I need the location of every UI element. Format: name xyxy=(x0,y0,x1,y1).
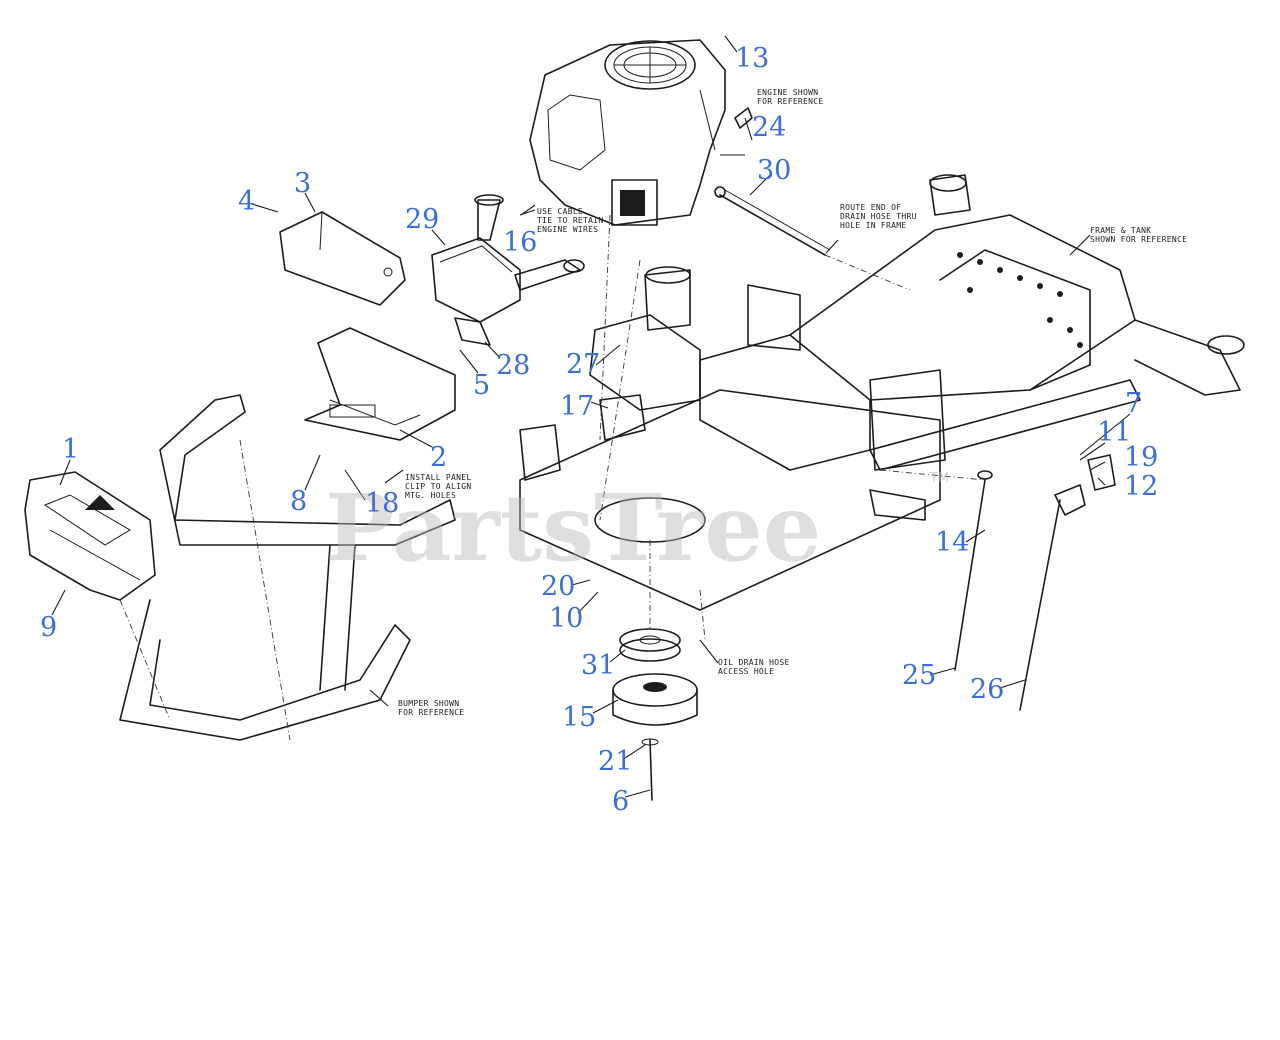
callout-24[interactable]: 24 xyxy=(752,112,786,143)
callout-27[interactable]: 27 xyxy=(566,349,600,380)
callout-3[interactable]: 3 xyxy=(294,168,311,199)
callout-21[interactable]: 21 xyxy=(598,746,632,777)
callout-29[interactable]: 29 xyxy=(405,204,439,235)
callout-numbers: 1 2 3 4 5 6 7 8 9 10 11 12 13 14 15 16 1… xyxy=(40,43,1158,817)
callout-31[interactable]: 31 xyxy=(581,650,615,681)
svg-text:USE CABLE: USE CABLE xyxy=(537,207,583,216)
svg-text:ROUTE END OF: ROUTE END OF xyxy=(840,203,901,212)
note-bumper: BUMPER SHOWN FOR REFERENCE xyxy=(398,699,465,717)
frame-holes xyxy=(957,252,1083,348)
clutch-illustration xyxy=(612,628,698,801)
callout-4[interactable]: 4 xyxy=(238,186,255,217)
svg-text:ACCESS HOLE: ACCESS HOLE xyxy=(718,667,774,676)
drain-hose-illustration xyxy=(714,107,831,256)
callout-10[interactable]: 10 xyxy=(549,603,583,634)
svg-text:ENGINE WIRES: ENGINE WIRES xyxy=(537,225,598,234)
callout-25[interactable]: 25 xyxy=(902,660,936,691)
callout-5[interactable]: 5 xyxy=(473,370,490,401)
svg-text:ENGINE SHOWN: ENGINE SHOWN xyxy=(757,88,818,97)
svg-text:FOR REFERENCE: FOR REFERENCE xyxy=(398,708,465,717)
callout-2[interactable]: 2 xyxy=(430,442,447,473)
bumper-illustration xyxy=(119,394,456,741)
callout-26[interactable]: 26 xyxy=(970,674,1004,705)
callout-12[interactable]: 12 xyxy=(1124,471,1158,502)
callout-11[interactable]: 11 xyxy=(1097,417,1131,448)
note-engine: ENGINE SHOWN FOR REFERENCE xyxy=(757,88,824,106)
svg-text:CLIP TO ALIGN: CLIP TO ALIGN xyxy=(405,482,472,491)
shield-illustration xyxy=(279,211,406,306)
engine-illustration xyxy=(529,39,726,226)
svg-text:TIE TO RETAIN: TIE TO RETAIN xyxy=(537,216,604,225)
note-frame: FRAME & TANK SHOWN FOR REFERENCE xyxy=(1090,226,1187,244)
callout-15[interactable]: 15 xyxy=(562,702,596,733)
svg-text:MTG. HOLES: MTG. HOLES xyxy=(405,491,456,500)
svg-text:OIL DRAIN HOSE: OIL DRAIN HOSE xyxy=(718,658,790,667)
callout-18[interactable]: 18 xyxy=(365,488,399,519)
svg-text:BUMPER SHOWN: BUMPER SHOWN xyxy=(398,699,459,708)
callout-14[interactable]: 14 xyxy=(935,527,969,558)
callout-6[interactable]: 6 xyxy=(612,786,629,817)
note-panel: INSTALL PANEL CLIP TO ALIGN MTG. HOLES xyxy=(405,473,472,500)
note-cable: USE CABLE TIE TO RETAIN ENGINE WIRES xyxy=(537,207,604,234)
svg-text:SHOWN FOR REFERENCE: SHOWN FOR REFERENCE xyxy=(1090,235,1187,244)
callout-7[interactable]: 7 xyxy=(1125,388,1142,419)
bracket-illustration xyxy=(304,327,456,441)
frame-illustration xyxy=(519,174,1245,611)
svg-text:DRAIN HOSE THRU: DRAIN HOSE THRU xyxy=(840,212,917,221)
svg-text:FRAME & TANK: FRAME & TANK xyxy=(1090,226,1151,235)
watermark: PartsTree xyxy=(325,474,821,582)
callout-13[interactable]: 13 xyxy=(735,43,769,74)
control-rods-illustration xyxy=(954,454,1116,711)
svg-text:FOR REFERENCE: FOR REFERENCE xyxy=(757,97,824,106)
callout-20[interactable]: 20 xyxy=(541,571,575,602)
svg-text:INSTALL PANEL: INSTALL PANEL xyxy=(405,473,472,482)
callout-1[interactable]: 1 xyxy=(62,434,79,465)
callout-9[interactable]: 9 xyxy=(40,612,57,643)
note-drain-route: ROUTE END OF DRAIN HOSE THRU HOLE IN FRA… xyxy=(840,203,917,230)
callout-16[interactable]: 16 xyxy=(503,227,537,258)
watermark-tm: TM xyxy=(929,471,949,486)
callout-30[interactable]: 30 xyxy=(757,155,791,186)
muffler-illustration xyxy=(431,194,585,346)
reference-lines xyxy=(599,214,986,641)
callout-8[interactable]: 8 xyxy=(290,486,307,517)
callout-17[interactable]: 17 xyxy=(560,391,594,422)
svg-text:HOLE IN FRAME: HOLE IN FRAME xyxy=(840,221,907,230)
note-oil-hole: OIL DRAIN HOSE ACCESS HOLE xyxy=(718,658,790,676)
leader-lines xyxy=(51,35,1131,798)
callout-28[interactable]: 28 xyxy=(496,350,530,381)
callout-19[interactable]: 19 xyxy=(1124,442,1158,473)
front-panel-illustration xyxy=(24,471,156,601)
